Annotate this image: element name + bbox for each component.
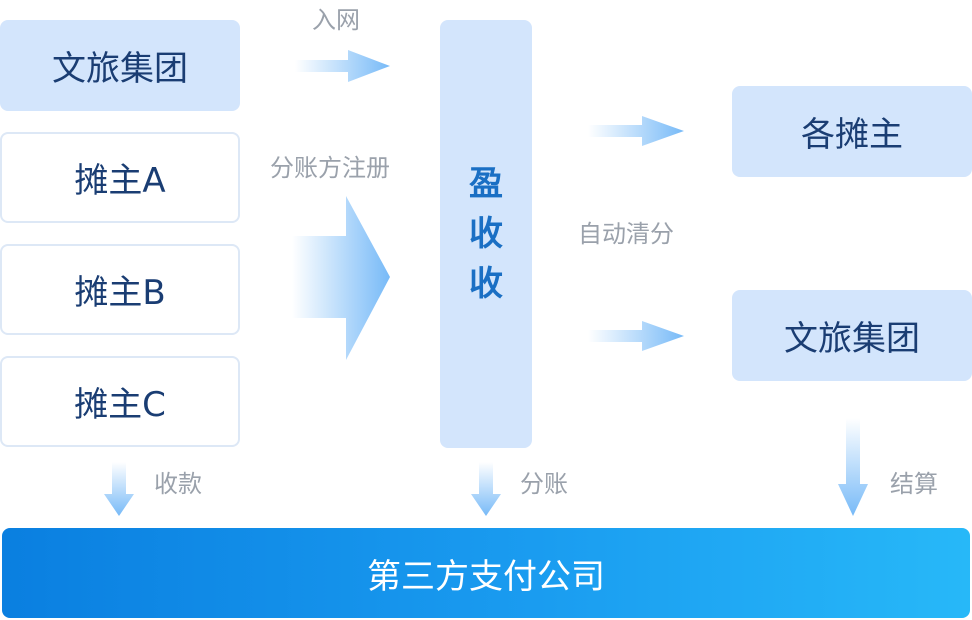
join-label: 入网 <box>312 6 360 34</box>
auto-split-label: 自动清分 <box>578 220 674 248</box>
center-char-3: 收 <box>469 264 503 304</box>
stall-box-c: 摊主C <box>0 356 240 447</box>
payment-company-label: 第三方支付公司 <box>367 556 605 597</box>
group-box-left: 文旅集团 <box>0 20 240 111</box>
to-stalls-arrow <box>588 116 684 146</box>
split-label: 分账 <box>520 470 568 498</box>
to-group-arrow <box>588 321 684 351</box>
split-arrow <box>471 462 501 516</box>
stall-box-a: 摊主A <box>0 132 240 223</box>
center-char-2: 收 <box>469 214 503 254</box>
stalls-box-right: 各摊主 <box>732 86 972 177</box>
register-arrow <box>292 196 390 360</box>
settle-arrow <box>838 418 868 516</box>
stall-box-b: 摊主B <box>0 244 240 335</box>
register-label: 分账方注册 <box>270 154 390 182</box>
center-platform-box: 盈 收 收 <box>440 20 532 448</box>
collect-label: 收款 <box>154 470 202 498</box>
center-char-1: 盈 <box>469 164 503 204</box>
join-arrow <box>295 50 390 82</box>
payment-company-bar: 第三方支付公司 <box>2 528 970 618</box>
settle-label: 结算 <box>890 470 938 498</box>
collect-arrow <box>104 462 134 516</box>
group-box-right: 文旅集团 <box>732 290 972 381</box>
